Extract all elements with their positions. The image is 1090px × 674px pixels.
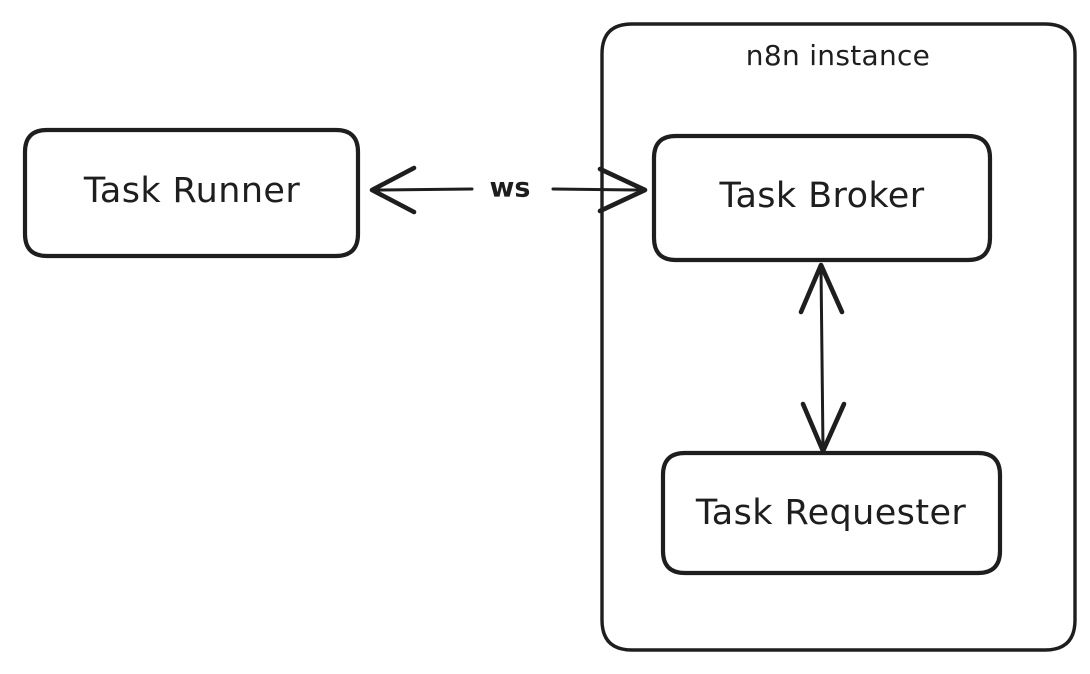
- container-n8n-instance[interactable]: n8n instance: [600, 22, 1077, 652]
- edge-ws-segment-right: [551, 187, 643, 192]
- container-n8n-instance-outline: [600, 22, 1077, 652]
- edge-ws-arrowhead-left: [369, 165, 417, 215]
- edge-ws-label-backdrop: [488, 172, 532, 206]
- container-title: n8n instance: [746, 39, 930, 72]
- edge-task-broker-task-requester[interactable]: [798, 262, 847, 454]
- edge-broker-requester-arrowhead-bottom: [800, 401, 847, 454]
- node-task-runner-label: Task Runner: [83, 171, 300, 211]
- node-task-requester-label: Task Requester: [695, 493, 967, 533]
- edge-ws-label: ws: [489, 173, 530, 204]
- edge-broker-requester-arrowhead-top: [798, 262, 845, 315]
- node-task-broker-label: Task Broker: [718, 176, 924, 216]
- node-task-runner-outline: [22, 127, 361, 259]
- node-task-requester-outline: [660, 450, 1003, 576]
- edge-task-runner-task-broker-ws[interactable]: ws: [369, 165, 648, 215]
- edge-ws-arrowhead-right: [597, 166, 648, 214]
- node-task-requester[interactable]: Task Requester: [660, 450, 1003, 576]
- node-task-runner[interactable]: Task Runner: [22, 127, 361, 259]
- edge-broker-requester-shaft: [819, 266, 825, 450]
- node-task-broker[interactable]: Task Broker: [651, 133, 993, 263]
- node-task-broker-outline: [651, 133, 993, 263]
- edge-ws-segment-left: [376, 187, 474, 192]
